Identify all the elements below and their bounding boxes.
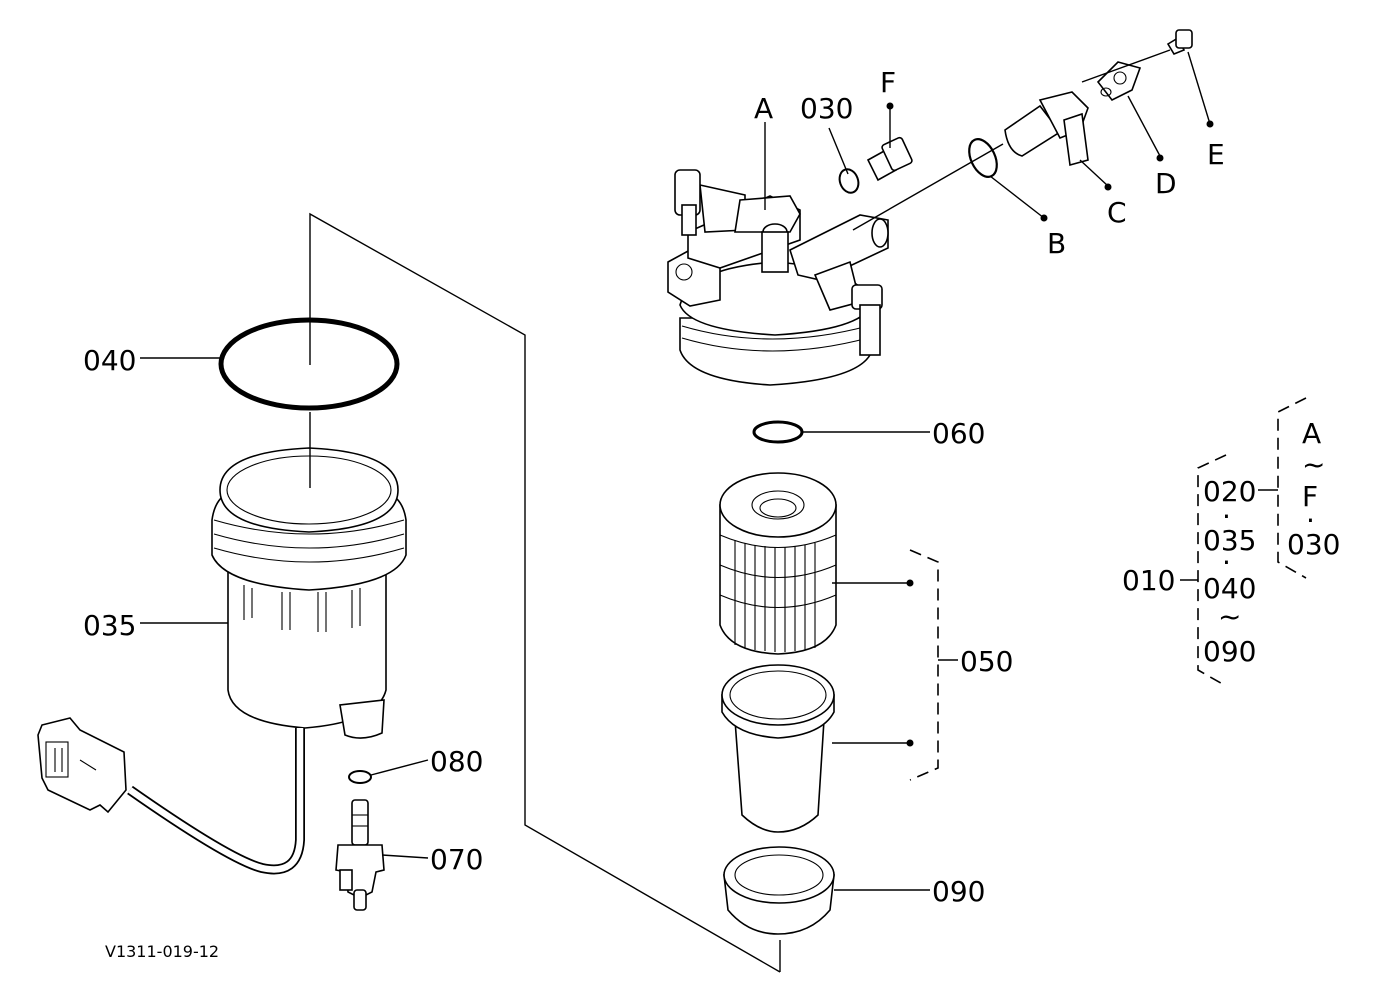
o-ring-040 <box>218 317 400 411</box>
legend-right-1: ~ <box>1302 448 1325 481</box>
callout-E: E <box>1207 138 1225 171</box>
callout-A: A <box>754 92 773 125</box>
legend-left-4: 040 <box>1203 572 1256 605</box>
legend-left-2: 035 <box>1203 524 1256 557</box>
assembly-legend <box>1180 397 1307 687</box>
filter-element <box>719 472 837 655</box>
water-sensor-070 <box>335 799 385 911</box>
legend-right-0: A <box>1302 417 1321 450</box>
callout-C: C <box>1107 196 1127 229</box>
callout-F: F <box>880 66 896 99</box>
filter-head <box>667 169 889 386</box>
filter-cup <box>721 664 835 833</box>
leader-lines-left <box>140 308 429 859</box>
legend-left-0: 020 <box>1203 475 1256 508</box>
callout-050: 050 <box>960 645 1013 678</box>
sensor-cable <box>37 717 305 875</box>
leader-lines-right <box>764 49 1214 231</box>
drawing-code: V1311-019-12 <box>105 942 219 961</box>
bowl-035 <box>211 447 407 739</box>
legend-right-4: 030 <box>1287 528 1340 561</box>
legend-right-2: F <box>1302 480 1318 513</box>
gasket-D <box>1096 61 1142 102</box>
bracket-050 <box>832 549 958 781</box>
o-ring-B <box>968 138 998 178</box>
callout-080: 080 <box>430 745 483 778</box>
callout-070: 070 <box>430 843 483 876</box>
callout-090: 090 <box>932 875 985 908</box>
legend-left-3: · <box>1222 546 1231 579</box>
callout-040: 040 <box>83 344 136 377</box>
legend-left-1: · <box>1222 500 1231 533</box>
assembly-frame <box>309 212 781 973</box>
callout-035: 035 <box>83 609 136 642</box>
o-ring-060 <box>752 420 930 444</box>
callout-060: 060 <box>932 417 985 450</box>
o-ring-080 <box>348 770 372 784</box>
callout-B: B <box>1047 227 1066 260</box>
o-ring-030 <box>838 168 860 194</box>
legend-right-3: · <box>1306 504 1315 537</box>
legend-left-5: ~ <box>1218 600 1241 633</box>
ring-090 <box>723 846 930 935</box>
screw-E <box>1166 29 1193 55</box>
legend-main-010: 010 <box>1122 564 1175 597</box>
cock-C <box>1004 91 1089 167</box>
legend-left-6: 090 <box>1203 635 1256 668</box>
callout-030: 030 <box>800 92 853 125</box>
callout-D: D <box>1155 167 1177 200</box>
